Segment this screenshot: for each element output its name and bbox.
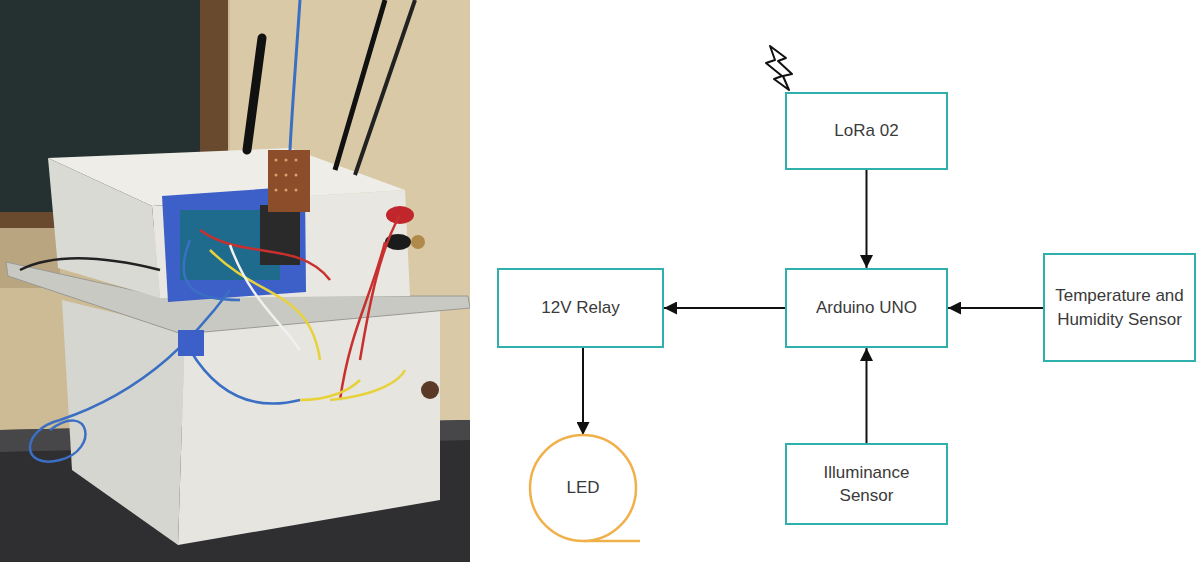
drawing-part <box>295 174 298 177</box>
box-face <box>178 305 440 545</box>
drawing-part <box>295 159 298 162</box>
circle-outline <box>530 435 636 541</box>
drawing-part <box>275 159 278 162</box>
drawing-part <box>330 370 405 400</box>
drawing-part <box>60 290 230 420</box>
drawing-part <box>285 189 288 192</box>
process-box: 12V Relay <box>497 268 664 348</box>
node-label: 12V Relay <box>541 296 619 319</box>
node-label: LoRa 02 <box>834 119 898 142</box>
drawing-part <box>30 420 85 462</box>
led-circle: LED <box>528 433 638 543</box>
node-label: LED <box>566 476 599 499</box>
cable <box>335 0 385 170</box>
hardware-photo <box>0 0 470 562</box>
node-label: Arduino UNO <box>816 296 917 319</box>
knob <box>421 381 439 399</box>
drawing-part <box>275 189 278 192</box>
protoboard <box>268 150 310 212</box>
box-face <box>48 158 160 298</box>
wall <box>0 0 470 562</box>
drawing-part <box>20 258 160 270</box>
drawing-part <box>190 350 300 403</box>
drawing-part <box>184 240 240 300</box>
arrow-connector <box>948 307 1043 309</box>
process-box: Illuminance Sensor <box>785 443 948 525</box>
antenna <box>247 38 262 150</box>
wires <box>20 215 405 462</box>
process-box: LoRa 02 <box>785 92 948 170</box>
drawing-part <box>285 174 288 177</box>
node-label: Temperature and Humidity Sensor <box>1055 284 1185 331</box>
drawing-part <box>360 215 400 360</box>
drawing-part <box>285 159 288 162</box>
drawing-part <box>295 189 298 192</box>
protoboard-holes <box>275 159 298 192</box>
connector <box>411 235 425 249</box>
process-box: Arduino UNO <box>785 268 948 348</box>
drawing-part <box>275 174 278 177</box>
arrow-connector <box>582 348 584 435</box>
cable <box>355 0 415 175</box>
relay-clip <box>178 330 204 356</box>
drawing-part <box>300 380 360 400</box>
arrow-connector <box>664 307 785 309</box>
drawing-part <box>340 242 385 400</box>
process-box: Temperature and Humidity Sensor <box>1043 253 1196 362</box>
node-label: Illuminance Sensor <box>807 461 927 508</box>
wire <box>290 0 300 150</box>
wireless-symbol <box>766 46 792 90</box>
drawing-part <box>230 245 300 350</box>
arrow-connector <box>866 170 868 268</box>
arrow-connector <box>866 348 868 443</box>
drawing-part <box>200 230 330 280</box>
